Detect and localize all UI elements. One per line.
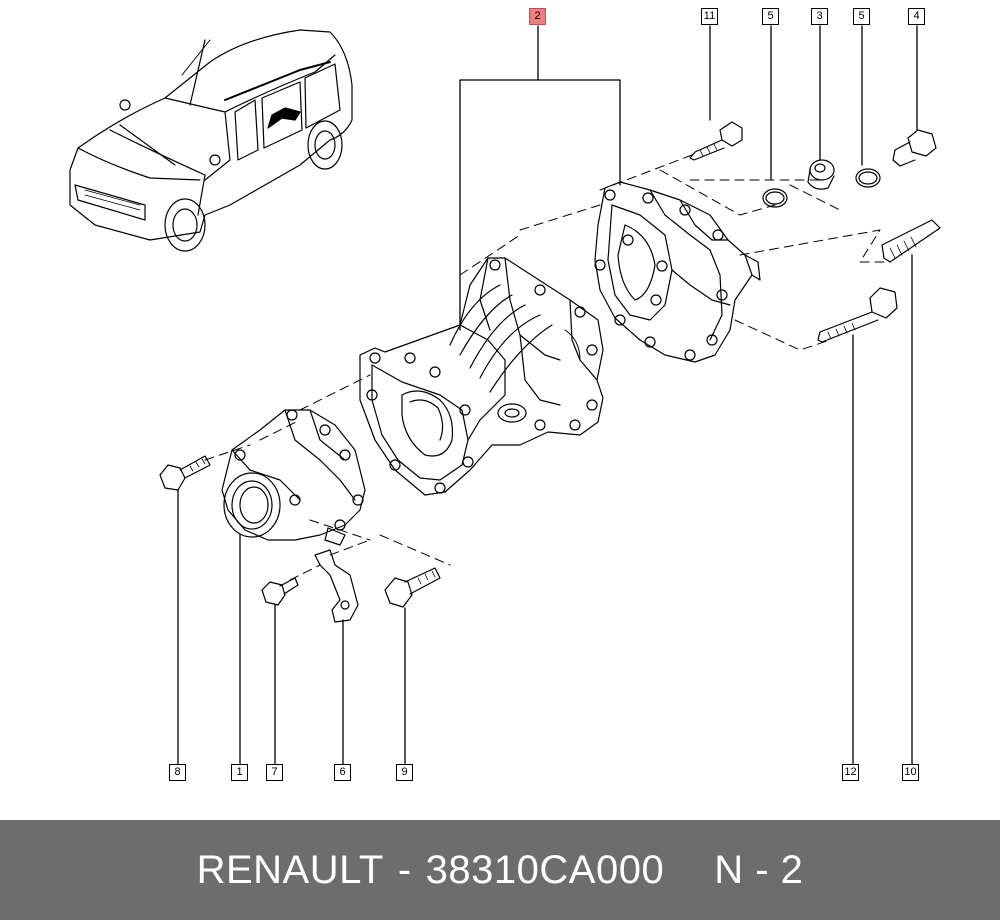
footer-part-number: 38310CA000 xyxy=(425,847,665,892)
front-cover xyxy=(221,409,366,546)
differential-housing xyxy=(359,257,604,496)
callout-8[interactable]: 8 xyxy=(169,764,186,781)
callout-10[interactable]: 10 xyxy=(902,764,919,781)
callout-9[interactable]: 9 xyxy=(396,764,413,781)
bolt-11 xyxy=(689,121,743,161)
callout-6[interactable]: 6 xyxy=(334,764,351,781)
callout-11[interactable]: 11 xyxy=(701,8,718,25)
callout-7[interactable]: 7 xyxy=(266,764,283,781)
leader-lines xyxy=(177,25,918,766)
footer-brand: RENAULT xyxy=(196,847,384,892)
assembly-dashes xyxy=(204,154,891,581)
rear-cover xyxy=(594,181,761,363)
callout-5a[interactable]: 5 xyxy=(762,8,779,25)
callout-3[interactable]: 3 xyxy=(811,8,828,25)
bolt-8 xyxy=(159,455,211,491)
callout-12[interactable]: 12 xyxy=(842,764,859,781)
callout-1[interactable]: 1 xyxy=(231,764,248,781)
seal-ring-5a xyxy=(762,188,788,208)
callout-2[interactable]: 2 xyxy=(529,8,546,25)
plug-3 xyxy=(807,159,835,190)
footer-separator: - xyxy=(397,847,412,892)
stud-10 xyxy=(881,219,941,263)
footer-page-label: N - 2 xyxy=(714,847,804,892)
bolt-7 xyxy=(261,577,299,606)
bolt-9 xyxy=(384,567,441,608)
callout-4[interactable]: 4 xyxy=(908,8,925,25)
bracket xyxy=(314,549,359,623)
bolt-12 xyxy=(817,287,898,343)
vehicle-thumbnail xyxy=(69,29,353,252)
callout-5b[interactable]: 5 xyxy=(853,8,870,25)
footer-bar: RENAULT - 38310CA000 N - 2 xyxy=(0,820,1000,920)
seal-ring-5b xyxy=(855,168,881,188)
plug-4 xyxy=(892,129,937,167)
exploded-diagram xyxy=(69,25,941,766)
